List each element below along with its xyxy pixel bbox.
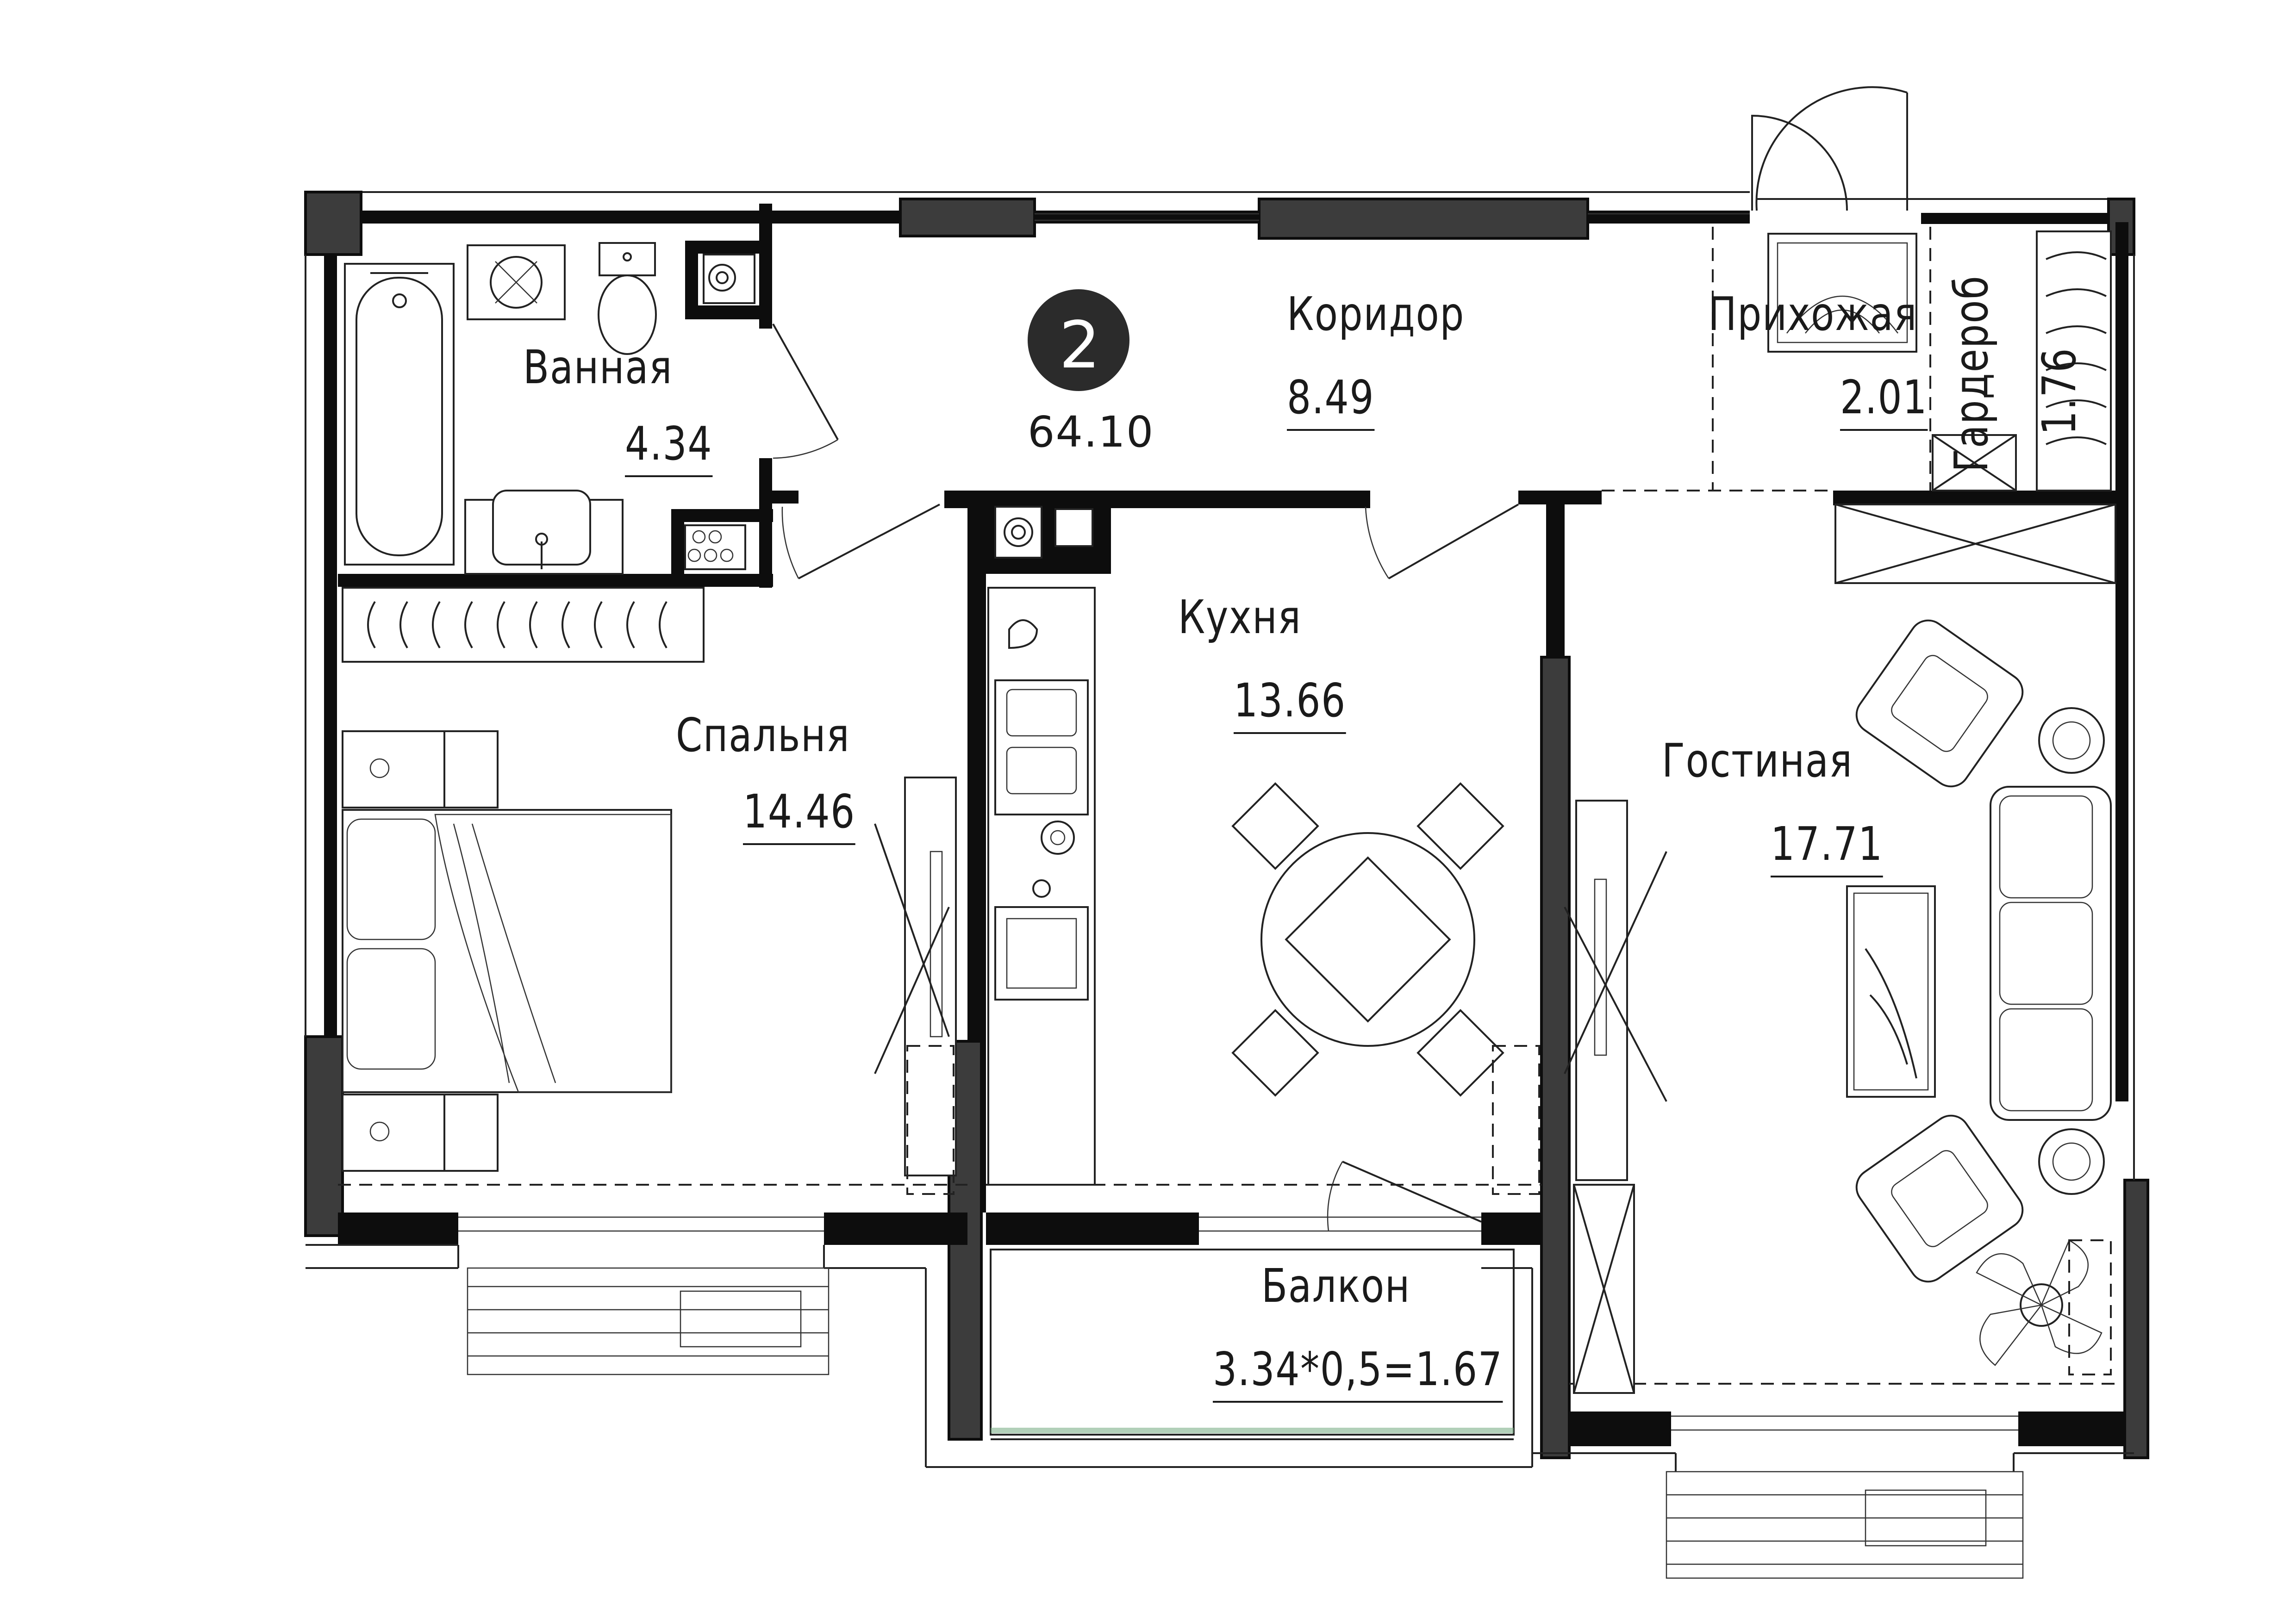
room-name-wardrobe: Гардероб (1944, 275, 1998, 472)
walls (304, 191, 2149, 1579)
room-area-corridor: 8.49 (1287, 370, 1375, 431)
washing-machine-icon (467, 244, 566, 320)
armchair-icon (1855, 619, 2024, 1283)
boiler-icon (703, 254, 755, 304)
bathtub-icon (344, 263, 455, 566)
plant-icon (1976, 1239, 2112, 1375)
fridge-outline (1492, 1045, 1540, 1195)
badge-rooms-count: 2 (1059, 308, 1102, 383)
room-area-bedroom: 14.46 (743, 784, 855, 845)
kitchen-counter (987, 587, 1096, 1186)
room-area-hallway: 2.01 (1840, 370, 1928, 431)
hood-icon (994, 506, 1093, 559)
room-area-bathroom: 4.34 (625, 417, 713, 477)
room-area-living: 17.71 (1771, 817, 1883, 877)
room-area-balcony: 3.34*0,5=1.67 (1213, 1342, 1503, 1403)
room-name-bathroom: Ванная (523, 340, 673, 394)
room-name-living: Гостиная (1662, 734, 1853, 788)
tv-stand-icon-living (1564, 800, 1667, 1394)
stove-icon-small (684, 524, 746, 570)
sofa-icon (1990, 786, 2112, 1121)
room-name-kitchen: Кухня (1178, 590, 1302, 644)
stove-icon (994, 879, 1089, 1001)
dining-table-icon (1231, 782, 1504, 1097)
room-area-kitchen: 13.66 (1234, 673, 1346, 734)
tv-stand-icon (874, 777, 957, 1195)
clothes-rail-icon (342, 587, 705, 663)
clothes-rail-icon-wardrobe (2036, 230, 2112, 491)
coffee-table-icon (1846, 885, 1936, 1098)
room-name-balcony: Балкон (1261, 1259, 1411, 1313)
total-area: 64.10 (1028, 407, 1154, 457)
room-name-bedroom: Спальня (676, 708, 850, 762)
doors (772, 86, 1908, 1231)
rug-icon (1767, 233, 1917, 353)
room-name-hallway: Прихожая (1708, 287, 1918, 341)
room-area-wardrobe: 1.76 (2032, 347, 2086, 435)
cabinet-x (1834, 434, 2116, 584)
toilet-icon (598, 242, 657, 355)
room-name-corridor: Коридор (1287, 287, 1465, 341)
side-table-icon (2038, 707, 2105, 1195)
washbasin-icon (464, 490, 624, 575)
sink-icon (1041, 821, 1075, 855)
bed-icon (342, 730, 672, 1172)
rooms-badge (1028, 289, 1129, 391)
